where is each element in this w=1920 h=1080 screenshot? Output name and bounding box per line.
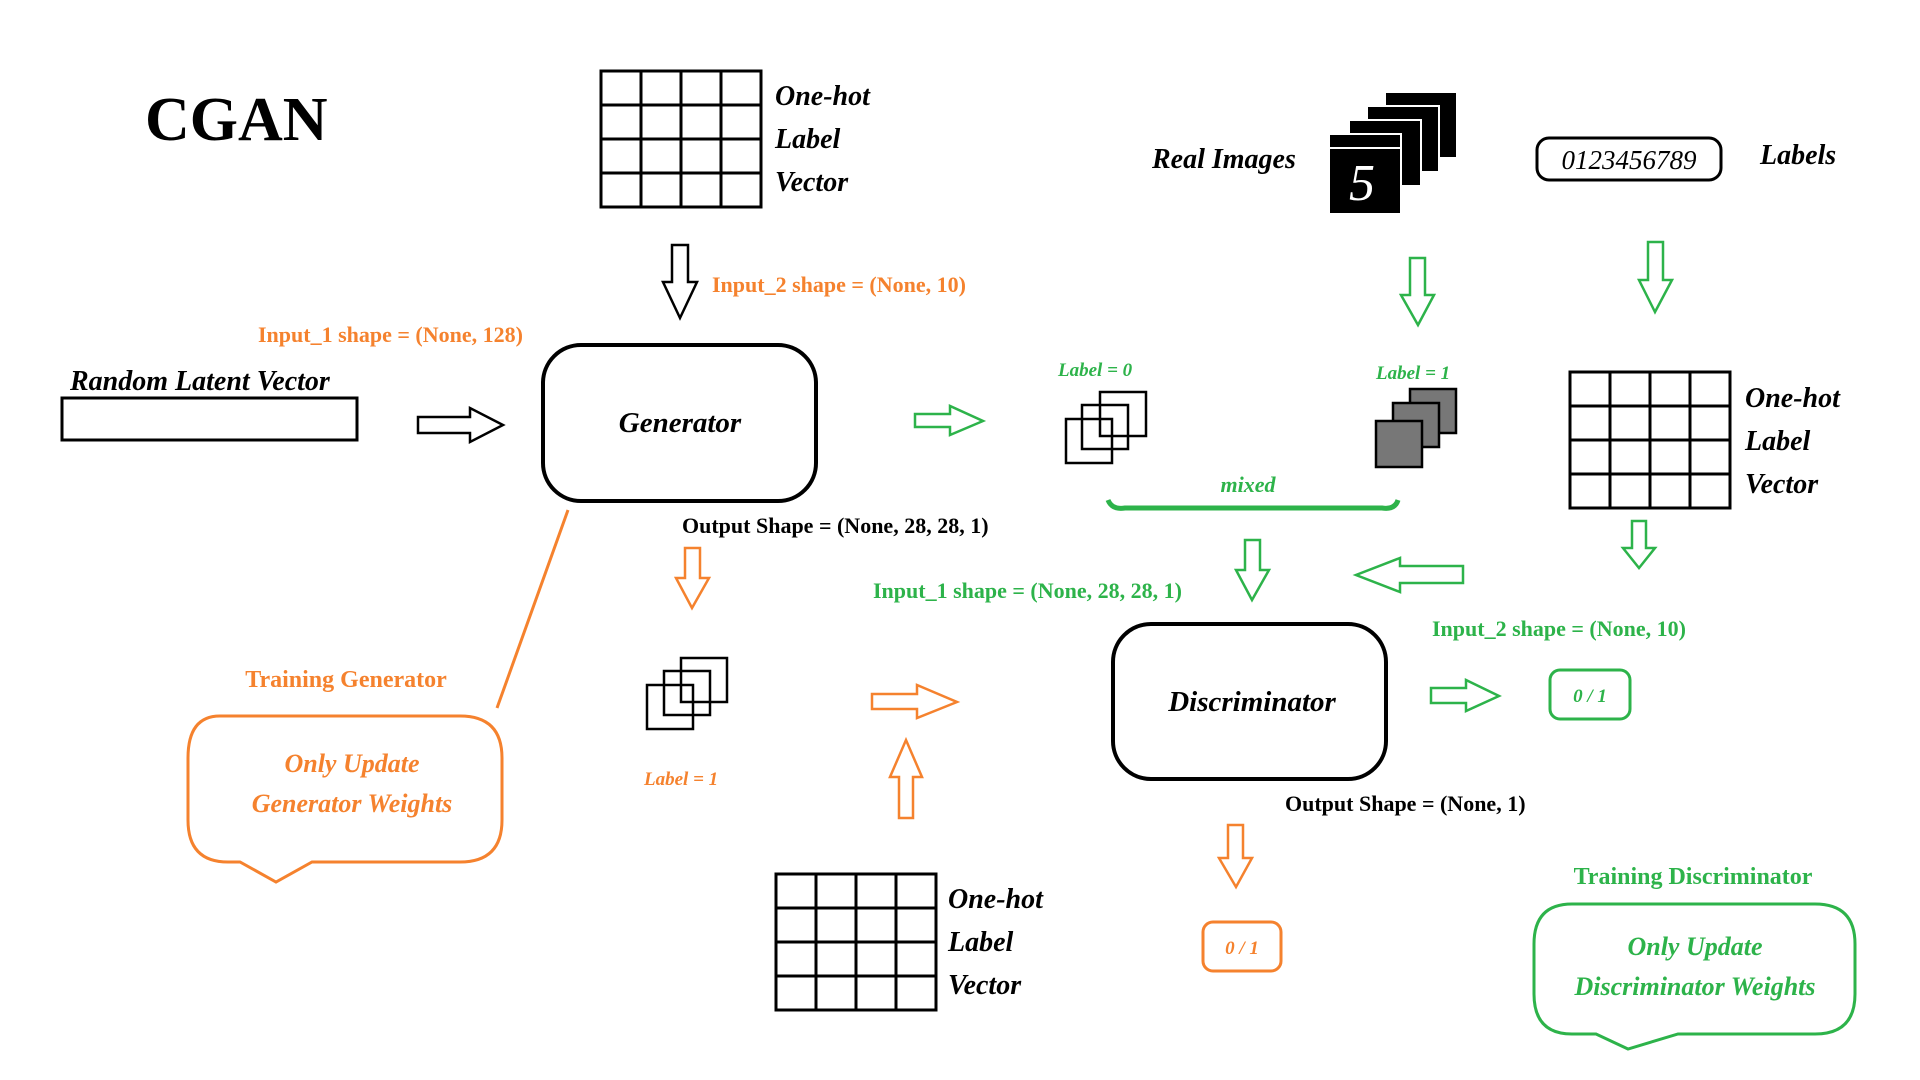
discriminator-box: [1111, 622, 1388, 781]
real-images-stack: [1328, 91, 1458, 215]
arrow-latent-to-generator: [416, 405, 506, 445]
arrow-discriminator-down-orange: [1216, 823, 1255, 890]
fake-images-stack: [1064, 390, 1148, 465]
labels-box-text: 0123456789: [1562, 145, 1698, 175]
output-green-text: 0 / 1: [1573, 686, 1607, 707]
generator-box: [541, 343, 818, 503]
fake-stack-label: Label = 0: [1057, 360, 1133, 381]
bottom-grid-line-1: One-hot: [948, 884, 1044, 915]
arrow-labels-down: [1636, 240, 1675, 315]
arrow-discriminator-to-output: [1429, 678, 1502, 713]
latent-vector-bar: [60, 396, 359, 442]
bottom-grid-line-2: Label: [947, 927, 1014, 958]
arrow-mixed-to-discriminator: [1233, 538, 1272, 603]
output-orange-text: 0 / 1: [1225, 938, 1259, 959]
output-box-orange: [1201, 920, 1283, 973]
labels-box: [1535, 136, 1723, 182]
arrow-generator-to-fake: [913, 404, 987, 437]
training-discriminator-line-2: Discriminator Weights: [1573, 972, 1815, 1001]
real-gray-stack: [1374, 387, 1458, 469]
training-discriminator-title: Training Discriminator: [1574, 864, 1813, 890]
labels-title: Labels: [1759, 140, 1836, 171]
right-grid-line-2: Label: [1744, 426, 1811, 457]
discriminator-output-label: Output Shape = (None, 1): [1285, 791, 1526, 816]
diagram-title: CGAN: [145, 86, 328, 154]
arrow-right-grid-down: [1620, 519, 1658, 571]
arrow-gen-stack-to-discriminator: [870, 683, 961, 720]
discriminator-input1-label: Input_1 shape = (None, 28, 28, 1): [873, 578, 1182, 603]
generator-output-label: Output Shape = (None, 28, 28, 1): [682, 513, 989, 538]
latent-label: Random Latent Vector: [69, 366, 331, 397]
training-generator-pointer: [495, 509, 570, 709]
training-discriminator-bubble: [1532, 902, 1857, 1051]
training-discriminator-line-1: Only Update: [1627, 932, 1762, 961]
right-grid-line-1: One-hot: [1745, 383, 1841, 414]
arrow-generator-down-orange: [673, 546, 712, 611]
top-grid-line-3: Vector: [775, 167, 849, 198]
top-onehot-grid: [599, 69, 763, 209]
bottom-grid-line-3: Vector: [948, 970, 1022, 1001]
generated-stack-label: Label = 1: [643, 769, 718, 790]
arrow-labels-to-discriminator: [1352, 556, 1465, 594]
right-onehot-grid: [1568, 370, 1732, 510]
top-grid-line-2: Label: [774, 124, 841, 155]
training-generator-line-2: Generator Weights: [252, 789, 453, 818]
arrow-real-images-down: [1398, 256, 1437, 328]
generator-input2-label: Input_2 shape = (None, 10): [712, 272, 966, 297]
training-generator-bubble: [186, 714, 504, 884]
bottom-onehot-grid: [774, 872, 938, 1012]
generator-input1-label: Input_1 shape = (None, 128): [258, 322, 523, 347]
arrow-grid-to-generator: [661, 243, 699, 321]
training-generator-line-1: Only Update: [284, 749, 419, 778]
mixed-label: mixed: [1221, 472, 1277, 497]
real-stack-label: Label = 1: [1375, 363, 1450, 384]
mixed-bracket: [1105, 498, 1401, 511]
generator-label: Generator: [619, 407, 742, 439]
discriminator-input2-label: Input_2 shape = (None, 10): [1432, 616, 1686, 641]
right-grid-line-3: Vector: [1745, 469, 1819, 500]
real-images-label: Real Images: [1151, 144, 1296, 175]
output-box-green: [1548, 668, 1632, 721]
discriminator-label: Discriminator: [1167, 686, 1336, 718]
top-grid-line-1: One-hot: [775, 81, 871, 112]
generated-images-stack: [645, 656, 729, 731]
arrow-bottom-grid-up: [888, 736, 924, 820]
training-generator-title: Training Generator: [245, 667, 447, 693]
real-image-digit: 5: [1349, 155, 1375, 212]
